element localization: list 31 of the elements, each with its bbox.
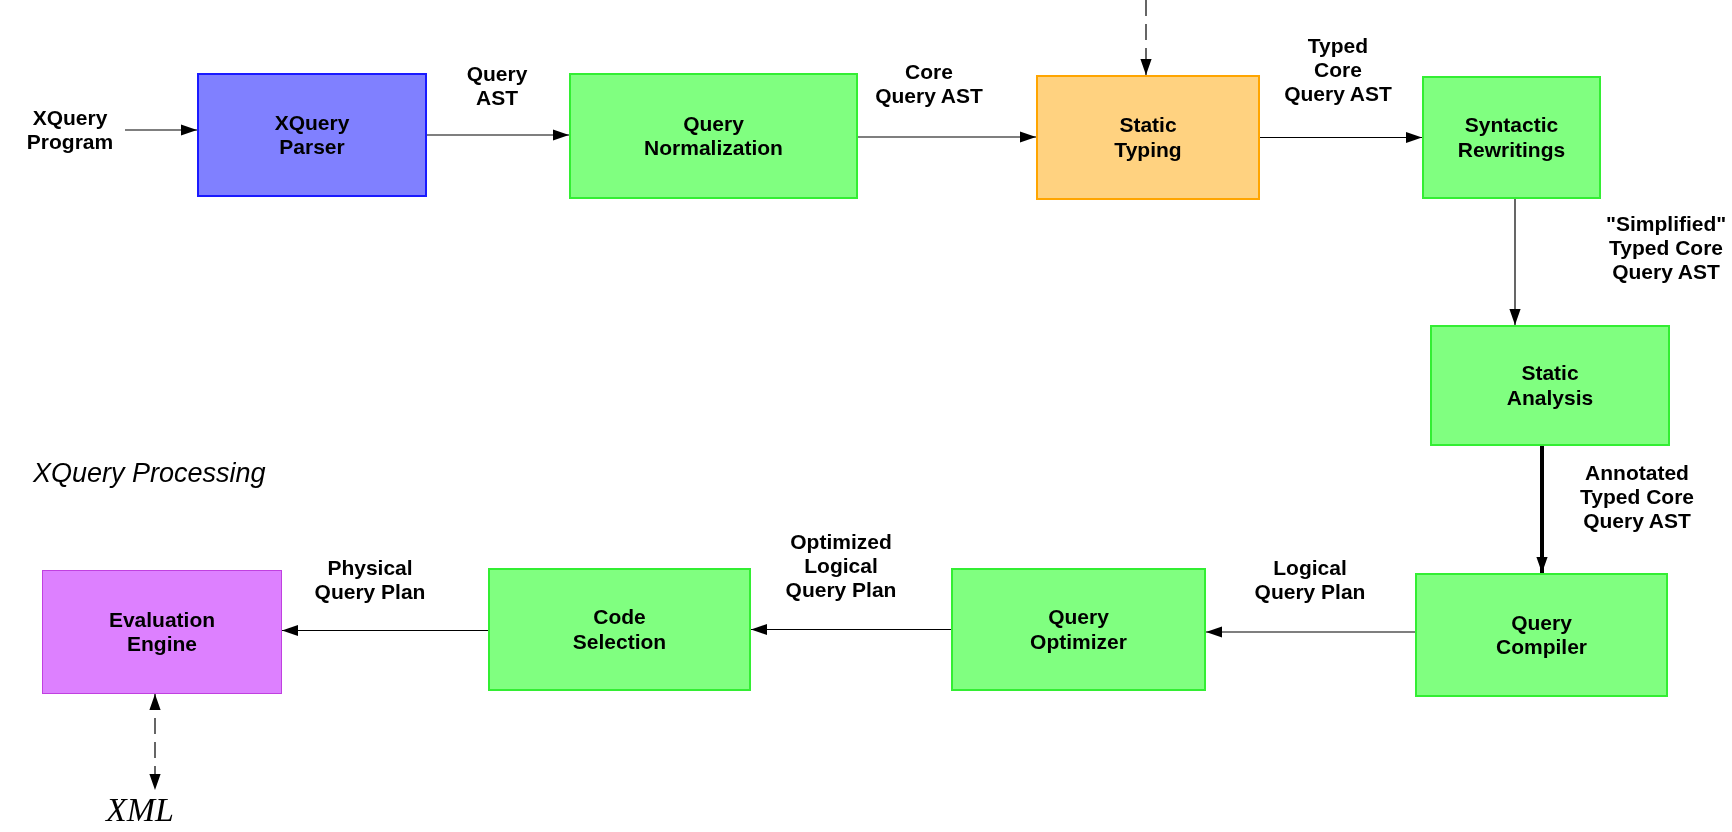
- arrow: [857, 131, 1037, 143]
- process-box: Evaluation Engine: [42, 570, 282, 694]
- arrow: [1140, 0, 1152, 76]
- edge-label: Annotated Typed Core Query AST: [1579, 461, 1695, 534]
- process-box: Static Typing: [1036, 75, 1260, 200]
- process-box: Syntactic Rewritings: [1422, 76, 1601, 199]
- edge-label: Physical Query Plan: [313, 556, 427, 605]
- section-label: XQuery Processing: [33, 458, 266, 489]
- arrow: [426, 129, 570, 141]
- edge-label: Query AST: [465, 62, 529, 111]
- process-box: Query Normalization: [569, 73, 858, 199]
- input-label: XQuery Program: [25, 105, 115, 155]
- arrow: [124, 124, 198, 136]
- process-box: XQuery Parser: [197, 73, 427, 197]
- edge-label: Typed Core Query AST: [1284, 34, 1392, 107]
- arrow: [1259, 131, 1423, 144]
- edge-label: Logical Query Plan: [1253, 556, 1367, 605]
- process-box: Query Optimizer: [951, 568, 1206, 691]
- edge-label: Optimized Logical Query Plan: [784, 530, 898, 603]
- arrow: [1536, 446, 1548, 573]
- process-box: Code Selection: [488, 568, 751, 691]
- edge-label: Core Query AST: [875, 60, 983, 109]
- arrow: [1509, 198, 1521, 326]
- output-label: XML: [104, 790, 175, 830]
- arrow: [149, 693, 161, 791]
- process-box: Static Analysis: [1430, 325, 1670, 446]
- arrow: [281, 624, 489, 637]
- edge-label: "Simplified" Typed Core Query AST: [1606, 212, 1726, 285]
- arrow: [750, 623, 952, 636]
- process-box: Query Compiler: [1415, 573, 1668, 697]
- arrow: [1205, 626, 1416, 638]
